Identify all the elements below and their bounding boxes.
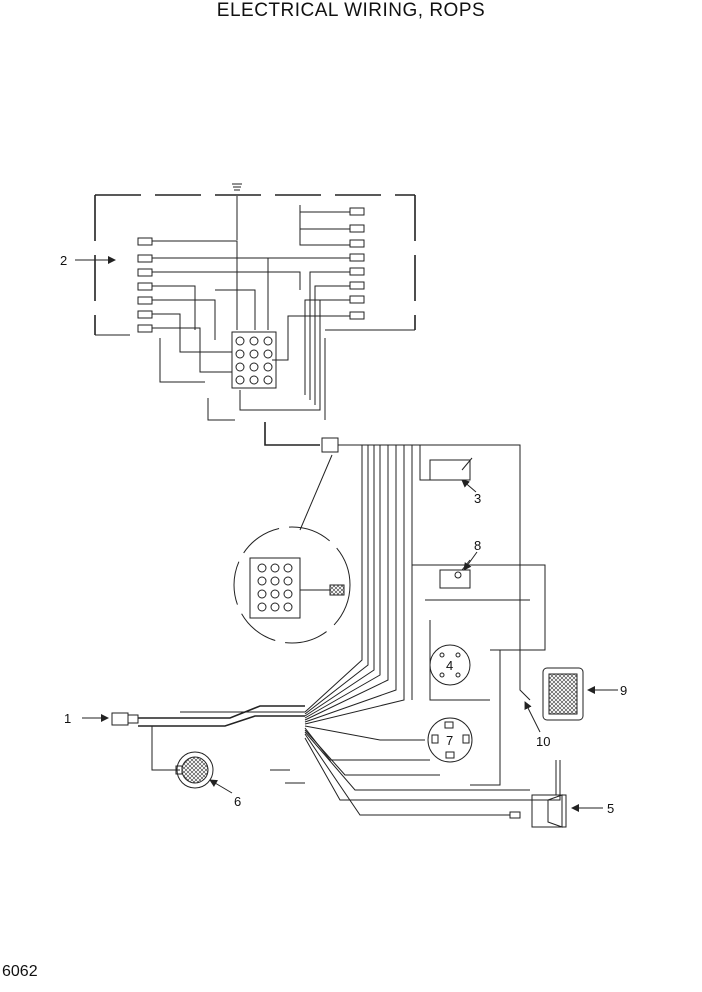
callout-6: 6: [234, 794, 241, 809]
callout-7: 7: [446, 733, 453, 748]
connector-detail: [233, 454, 351, 644]
callout-5: 5: [607, 801, 614, 816]
callout-4: 4: [446, 658, 453, 673]
light-6: [175, 751, 214, 789]
light-9: [542, 667, 584, 721]
callout-8: 8: [474, 538, 481, 553]
callout-1: 1: [64, 711, 71, 726]
page-number: 6062: [2, 963, 38, 980]
switch-3: [429, 457, 473, 481]
left-connector-pins: [137, 237, 153, 333]
right-connector-pins: [349, 207, 365, 320]
round-connector-4: [429, 644, 471, 686]
round-connector-7: [427, 717, 473, 763]
upper-harness-group: [94, 183, 416, 421]
twelve-pin-block: [231, 331, 277, 389]
page-title: ELECTRICAL WIRING, ROPS: [216, 0, 486, 21]
callouts: 1 2 3 4 5 6 7 8 9 10: [60, 253, 627, 816]
plug-1: [111, 705, 305, 771]
callout-3: 3: [474, 491, 481, 506]
switch-8: [439, 559, 471, 589]
horn-5: [509, 760, 567, 828]
callout-9: 9: [620, 683, 627, 698]
main-trunk-wires: [180, 444, 561, 816]
callout-2: 2: [60, 253, 67, 268]
callout-10: 10: [536, 734, 550, 749]
loose-leads: [270, 769, 305, 784]
main-connector: [321, 437, 339, 453]
